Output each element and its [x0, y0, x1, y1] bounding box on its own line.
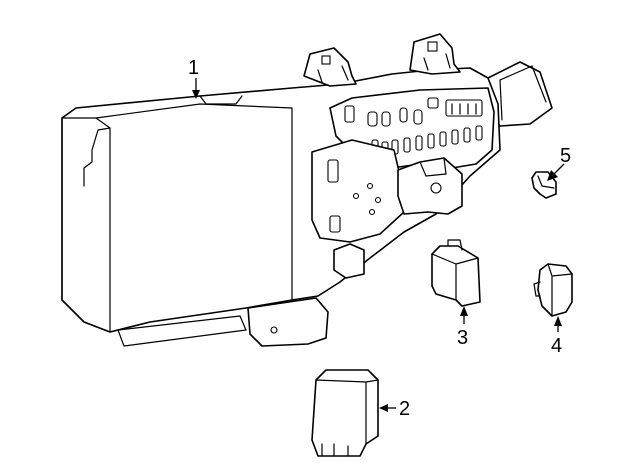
- clip-connector: [533, 263, 573, 317]
- mount-tab-left: [303, 47, 357, 87]
- relay-small: [431, 239, 481, 307]
- callout-4: 4: [551, 335, 562, 357]
- mount-tab-right: [409, 33, 461, 75]
- bottom-tab: [247, 297, 329, 347]
- leader-2: [379, 404, 396, 412]
- callout-1: 1: [188, 57, 199, 79]
- leader-3: [460, 306, 468, 324]
- callout-2: 2: [399, 398, 410, 420]
- leader-1: [192, 78, 200, 99]
- junction-box: [61, 33, 553, 347]
- relay-socket: [397, 157, 463, 215]
- callout-5: 5: [560, 145, 571, 167]
- leader-4: [554, 316, 562, 332]
- leader-5: [547, 163, 565, 181]
- relay-large: [311, 369, 379, 457]
- lower-mount: [333, 243, 365, 279]
- fuse-row-top: [344, 97, 483, 127]
- callout-3: 3: [457, 327, 468, 349]
